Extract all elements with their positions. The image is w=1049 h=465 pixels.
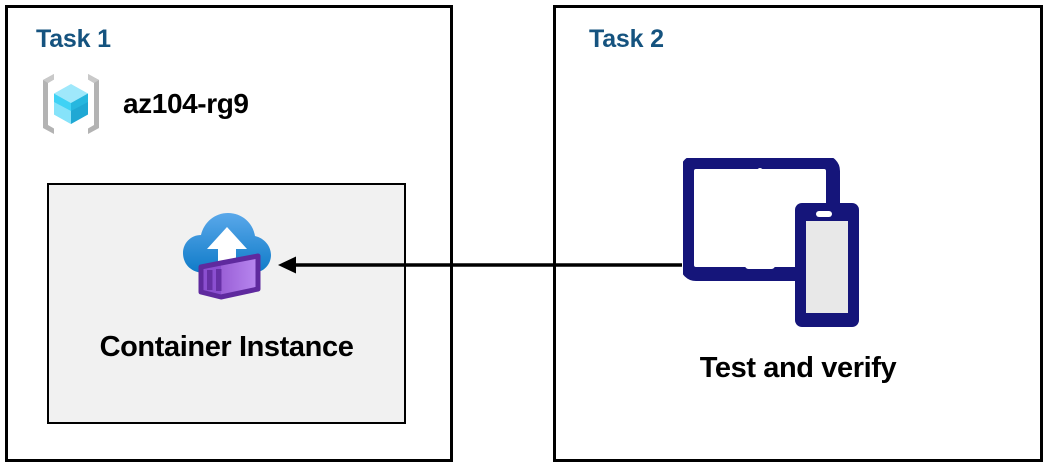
task-1-title: Task 1	[36, 25, 111, 53]
azure-resource-group-icon	[43, 74, 99, 134]
flow-arrow	[278, 256, 682, 274]
test-and-verify-label: Test and verify	[699, 352, 897, 384]
task-1-panel: Task 1 az104-rg9	[5, 5, 453, 462]
container-instance-box: Container Instance	[47, 183, 406, 424]
azure-container-instance-icon	[182, 213, 271, 300]
devices-tablet-phone-icon	[683, 158, 859, 327]
resource-group-row: az104-rg9	[33, 66, 249, 142]
resource-group-name-label: az104-rg9	[123, 88, 249, 119]
container-instance-label: Container Instance	[99, 331, 354, 363]
task-2-title: Task 2	[589, 25, 664, 53]
